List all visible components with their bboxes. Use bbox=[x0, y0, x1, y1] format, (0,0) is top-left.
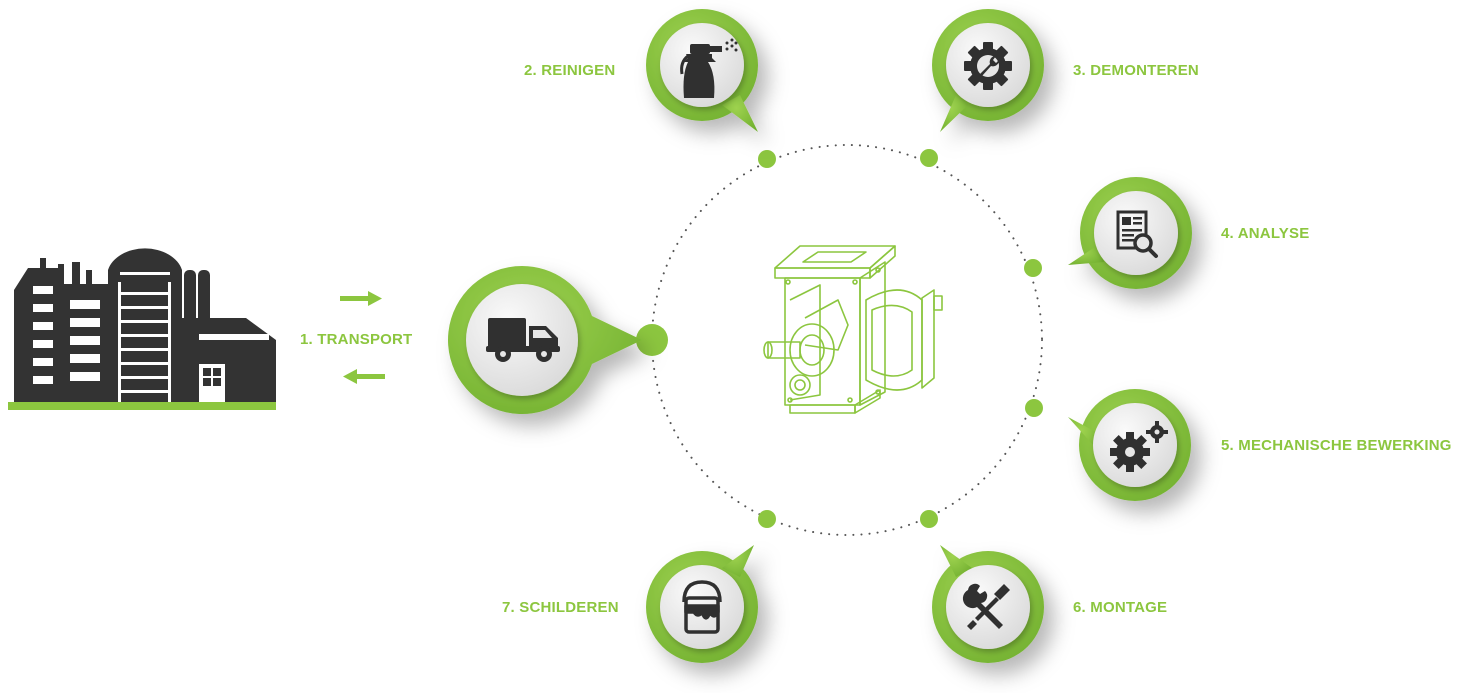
arrow-right-icon bbox=[340, 291, 382, 306]
step-badge-schilderen bbox=[646, 545, 758, 663]
step-label-transport: 1. TRANSPORT bbox=[300, 331, 413, 348]
cycle-dot-reinigen bbox=[758, 150, 776, 168]
cycle-dot-transport bbox=[636, 324, 668, 356]
cycle-dot-demonteren bbox=[920, 149, 938, 167]
paint-bucket-icon bbox=[682, 580, 722, 634]
gear-wrench-icon bbox=[964, 42, 1012, 90]
arrow-left-icon bbox=[343, 369, 385, 384]
step-badge-analyse bbox=[1068, 177, 1192, 289]
cycle-dot-analyse bbox=[1024, 259, 1042, 277]
cycle-dot-montage bbox=[920, 510, 938, 528]
step-label-montage: 6. MONTAGE bbox=[1073, 599, 1168, 616]
step-label-schilderen: 7. SCHILDEREN bbox=[502, 599, 619, 616]
spray-bottle-icon bbox=[680, 38, 738, 98]
document-search-icon bbox=[1116, 210, 1158, 258]
factory-icon bbox=[8, 248, 276, 410]
tools-icon bbox=[962, 583, 1010, 630]
step-badge-montage bbox=[932, 545, 1044, 663]
step-label-bewerking: 5. MECHANISCHE BEWERKING bbox=[1221, 437, 1452, 454]
gears-icon bbox=[1110, 421, 1168, 472]
step-label-reinigen: 2. REINIGEN bbox=[524, 62, 616, 79]
step-label-analyse: 4. ANALYSE bbox=[1221, 225, 1310, 242]
rotary-valve-icon bbox=[763, 245, 943, 414]
process-cycle-path bbox=[651, 144, 1043, 536]
cycle-dots bbox=[636, 149, 1043, 528]
truck-icon bbox=[486, 318, 560, 362]
step-label-demonteren: 3. DEMONTEREN bbox=[1073, 62, 1199, 79]
cycle-dot-schilderen bbox=[758, 510, 776, 528]
cycle-dot-bewerking bbox=[1025, 399, 1043, 417]
